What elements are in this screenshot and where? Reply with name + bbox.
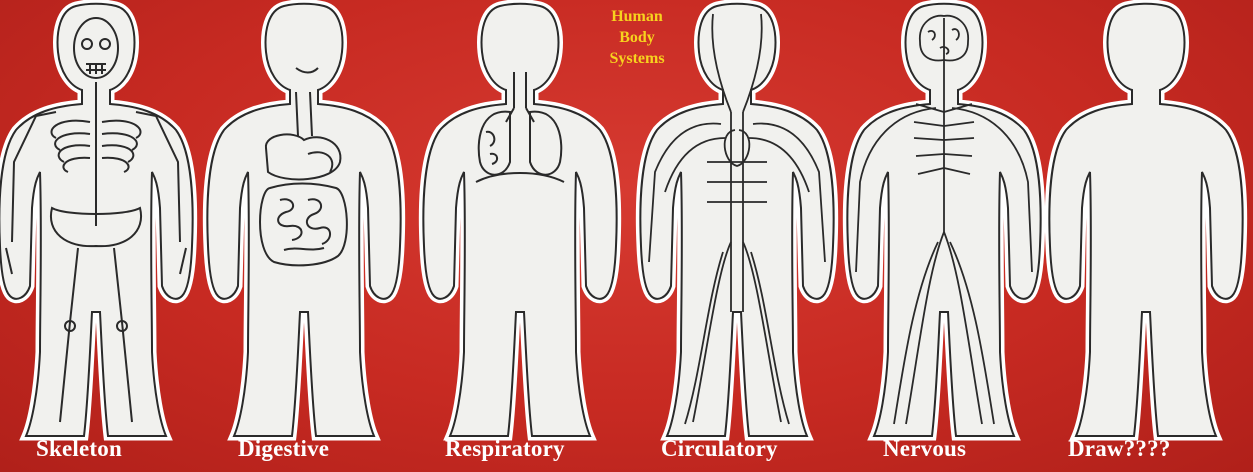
title-line-1: Human <box>594 6 680 27</box>
respiratory-figure-icon <box>423 4 616 436</box>
label-respiratory: Respiratory <box>445 436 565 462</box>
blank-figure-icon <box>1049 4 1242 436</box>
label-draw: Draw???? <box>1068 436 1171 462</box>
label-digestive: Digestive <box>238 436 329 462</box>
digestive-figure-icon <box>207 4 400 436</box>
skeleton-figure-icon <box>0 4 193 436</box>
label-circulatory: Circulatory <box>661 436 778 462</box>
label-skeleton: Skeleton <box>36 436 122 462</box>
page-title: Human Body Systems <box>594 6 680 69</box>
nervous-figure-icon <box>847 4 1040 436</box>
label-nervous: Nervous <box>883 436 966 462</box>
title-line-3: Systems <box>594 48 680 69</box>
title-line-2: Body <box>594 27 680 48</box>
